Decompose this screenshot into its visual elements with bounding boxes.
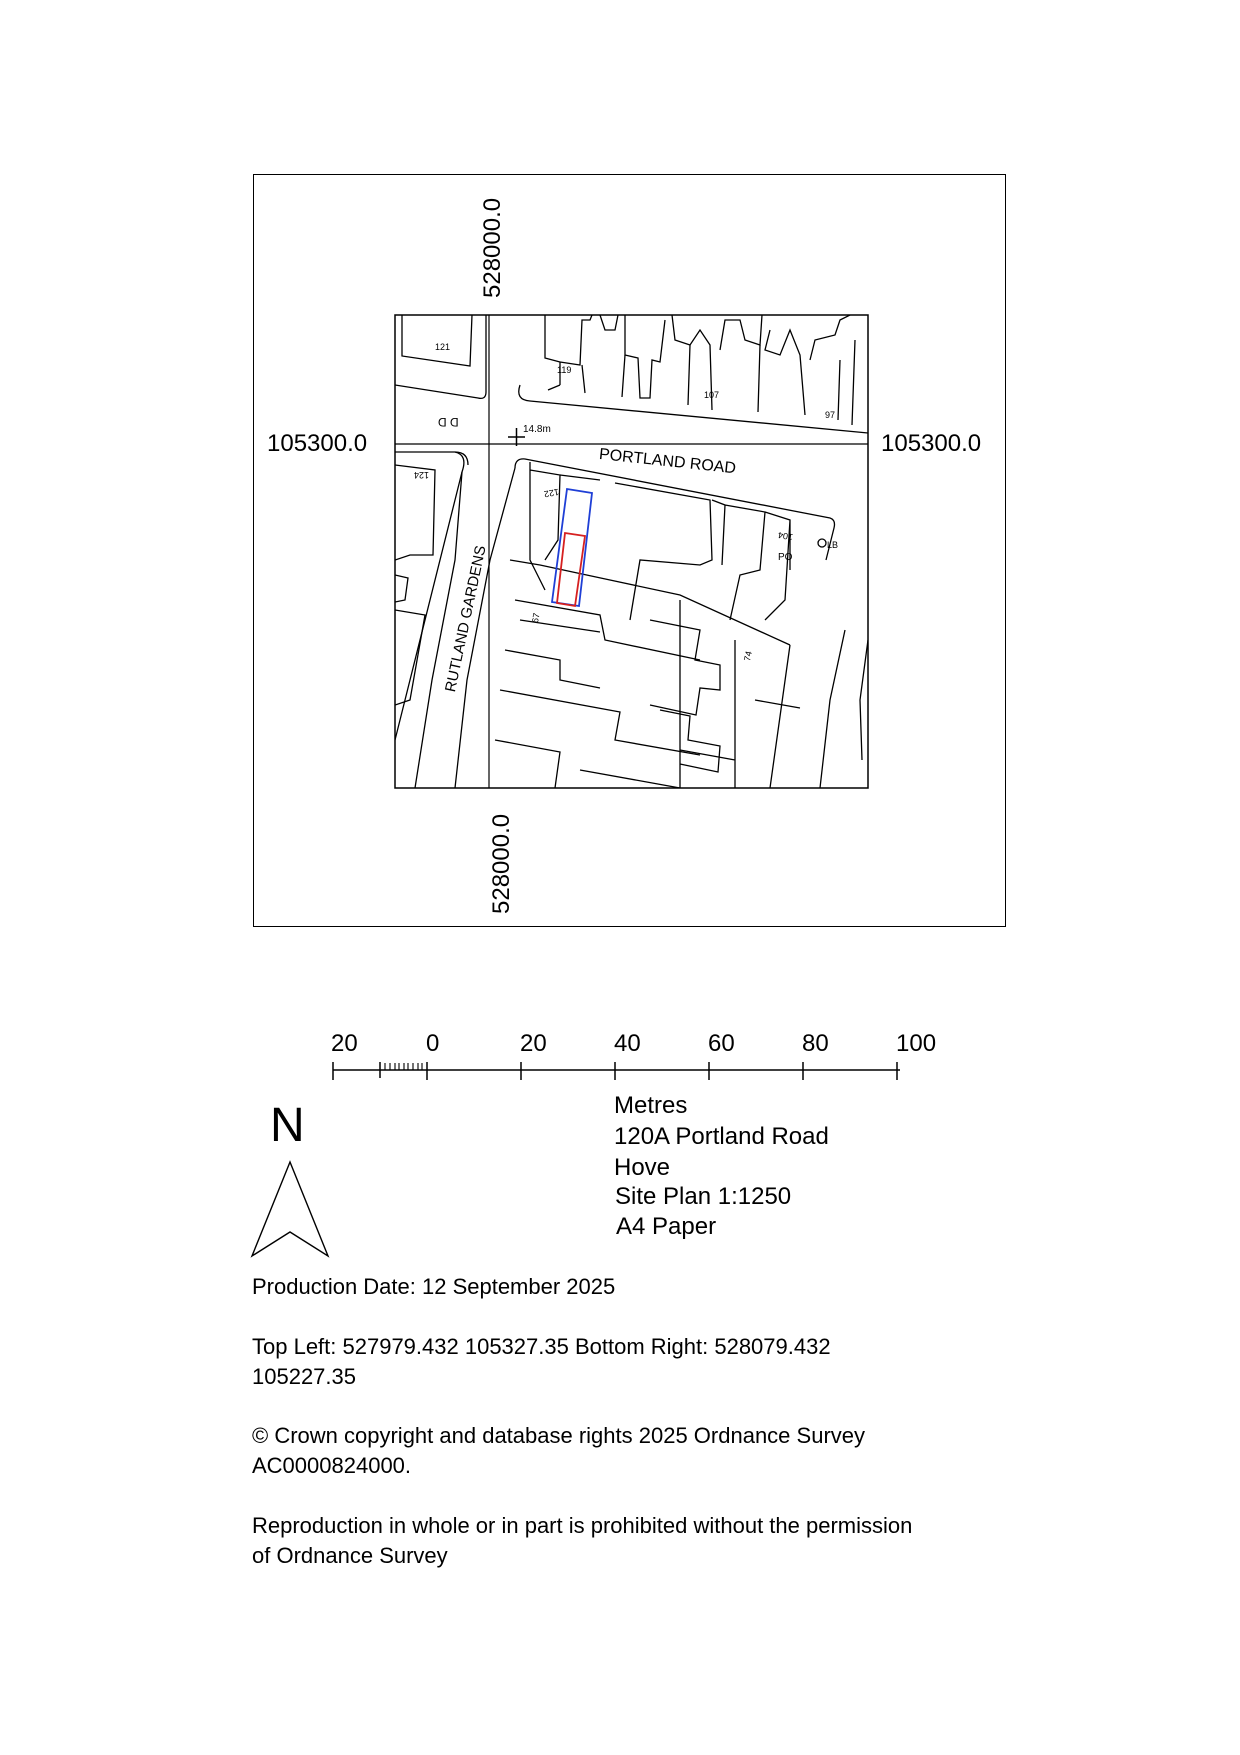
site-boundary-blue xyxy=(550,487,593,608)
town-label: Hove xyxy=(614,1154,671,1181)
map-features xyxy=(395,315,868,788)
north-label: N xyxy=(270,1099,305,1152)
scale-label-neg20: 20 xyxy=(331,1030,358,1057)
post-office-label: PO xyxy=(778,552,793,563)
spot-height-marker xyxy=(508,428,525,446)
portland-road-south-edge xyxy=(395,451,836,561)
back-gardens xyxy=(494,599,701,788)
letter-box-label: LB xyxy=(827,540,839,550)
grid-label-right: 105300.0 xyxy=(881,430,982,457)
copyright-line-2: AC0000824000. xyxy=(252,1453,412,1478)
building-124 xyxy=(395,464,436,561)
block-outline xyxy=(529,462,601,591)
coordinates-line-2: 105227.35 xyxy=(252,1364,356,1389)
scale-label-20: 20 xyxy=(520,1030,547,1057)
north-arrow-icon xyxy=(250,1160,330,1258)
house-number-74: 74 xyxy=(742,650,754,663)
rutland-gardens-west-edge xyxy=(395,451,465,741)
reproduction-line-1: Reproduction in whole or in part is proh… xyxy=(252,1513,913,1538)
grid-label-left: 105300.0 xyxy=(267,430,368,457)
spot-height-label: 14.8m xyxy=(523,424,551,435)
scale-label-0: 0 xyxy=(426,1030,440,1057)
west-strip xyxy=(395,574,426,706)
coordinates-line-1: Top Left: 527979.432 105327.35 Bottom Ri… xyxy=(252,1334,831,1359)
map-frame xyxy=(253,174,1006,927)
house-number-97: 97 xyxy=(825,410,836,420)
house-number-107: 107 xyxy=(704,390,720,400)
house-number-67: 67 xyxy=(530,612,542,624)
dd-label: D D xyxy=(438,415,459,429)
plan-scale-label: Site Plan 1:1250 xyxy=(615,1183,792,1210)
buildings-north-row xyxy=(544,315,856,426)
house-number-119: 119 xyxy=(557,365,572,375)
buildings-north-row-2 xyxy=(547,344,761,413)
units-label: Metres xyxy=(614,1092,688,1119)
copyright-line-1: © Crown copyright and database rights 20… xyxy=(252,1423,866,1448)
block-buildings xyxy=(614,482,791,621)
south-terrace xyxy=(649,600,801,788)
scale-bar xyxy=(332,1062,900,1080)
reproduction-line-2: of Ordnance Survey xyxy=(252,1543,448,1568)
rear-east xyxy=(819,629,868,788)
paper-size-label: A4 Paper xyxy=(616,1213,717,1240)
production-date: Production Date: 12 September 2025 xyxy=(252,1274,616,1299)
inner-map-box xyxy=(394,314,869,789)
scale-label-100: 100 xyxy=(896,1030,937,1057)
address-label: 120A Portland Road xyxy=(614,1123,829,1150)
scale-label-60: 60 xyxy=(708,1030,735,1057)
house-number-121: 121 xyxy=(435,342,451,352)
scale-label-80: 80 xyxy=(802,1030,829,1057)
portland-road-north-edge xyxy=(395,315,868,434)
block-rear xyxy=(509,559,791,646)
building-121 xyxy=(401,315,473,367)
grid-label-bottom: 528000.0 xyxy=(488,813,515,914)
site-boundary-red xyxy=(556,531,587,608)
grid-label-top: 528000.0 xyxy=(479,197,506,298)
rutland-gardens-east-edge xyxy=(454,467,516,788)
letter-box-marker xyxy=(817,538,827,548)
scale-label-40: 40 xyxy=(614,1030,641,1057)
house-number-124: 124 xyxy=(414,470,430,480)
rutland-gardens-west-edge-2 xyxy=(414,471,463,788)
